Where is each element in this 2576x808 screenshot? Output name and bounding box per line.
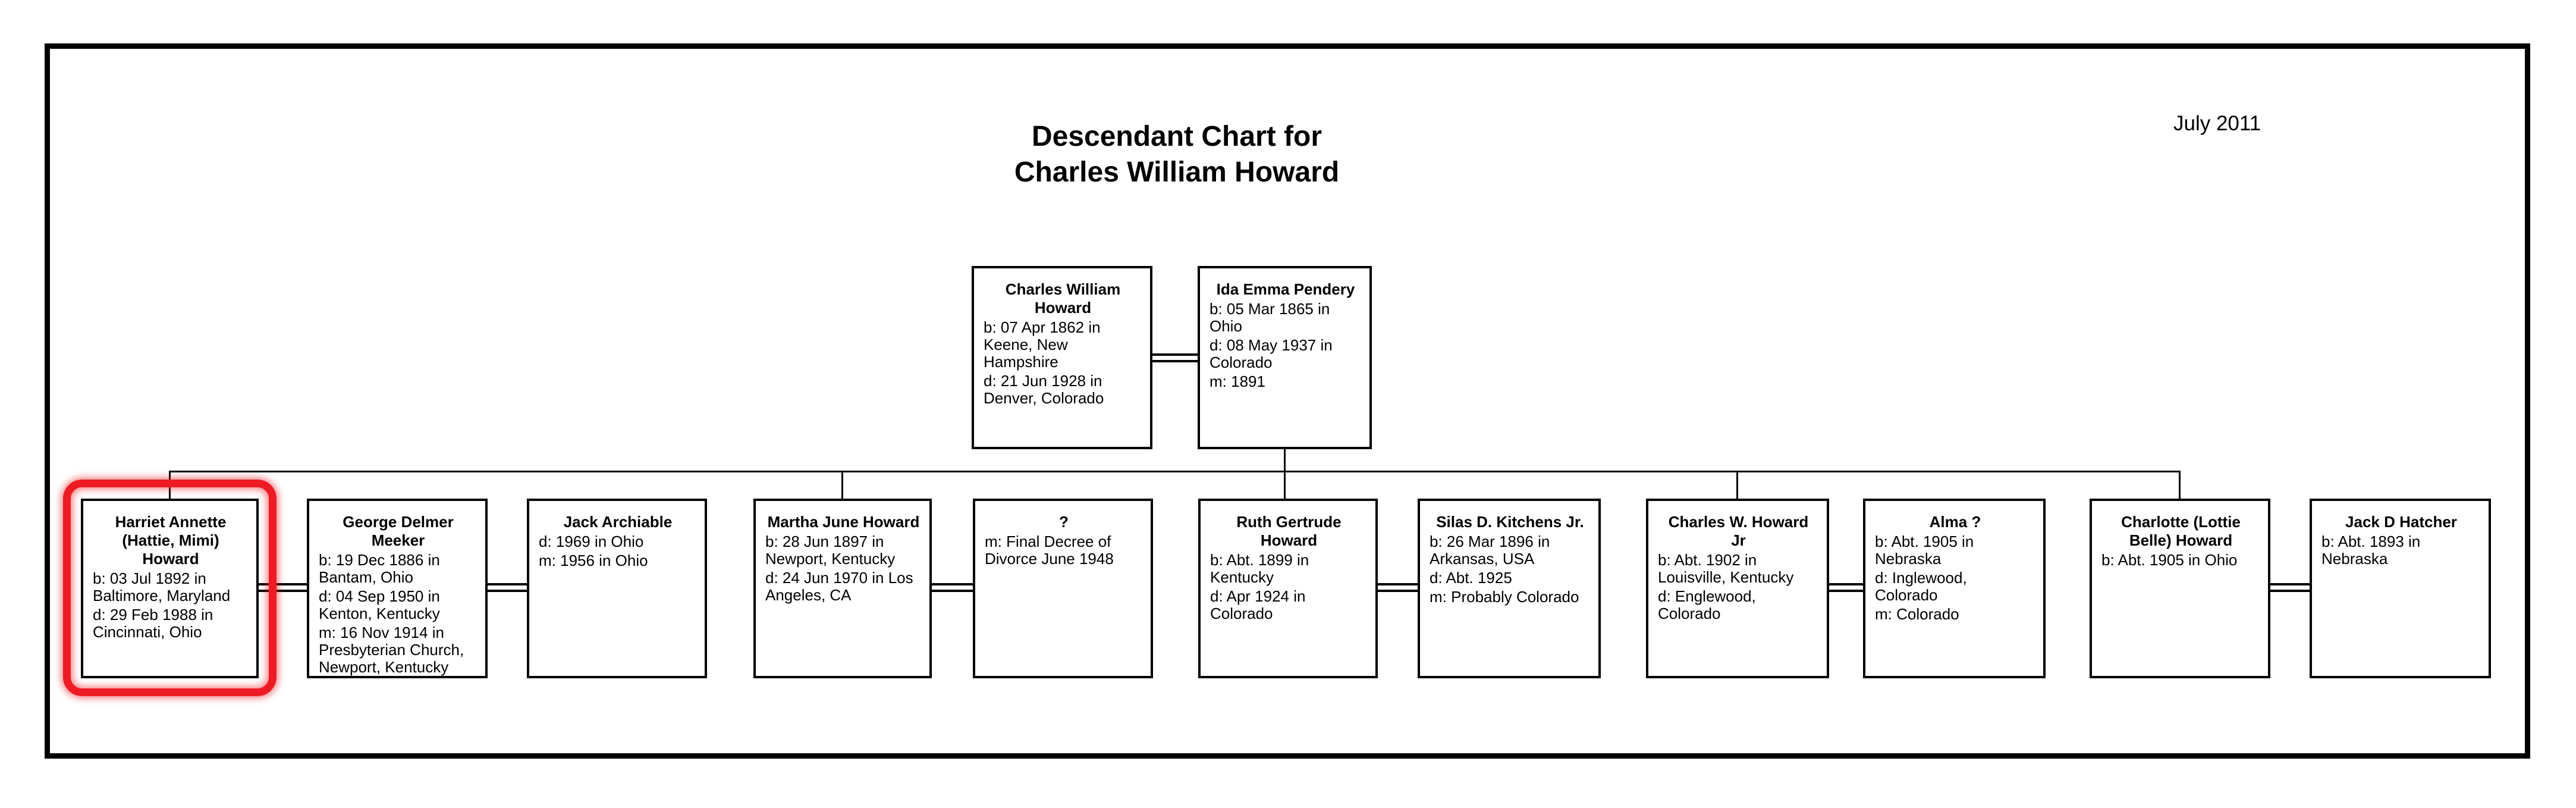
parents-marriage-line-top (1152, 353, 1198, 356)
person-event: b: Abt. 1893 in Nebraska (2321, 533, 2421, 568)
chart-border (45, 43, 2530, 759)
marriage-line-george-jack-top (488, 583, 527, 585)
person-box-charles-william-howard[interactable]: Charles William Howard b: 07 Apr 1862 in… (972, 266, 1152, 449)
person-box-silas-d-kitchens-jr[interactable]: Silas D. Kitchens Jr. b: 26 Mar 1896 in … (1418, 499, 1601, 678)
person-box-unknown-spouse[interactable]: ? m: Final Decree of Divorce June 1948 (973, 499, 1153, 678)
person-name: Ruth Gertrude Howard (1236, 513, 1342, 549)
person-event: b: Abt. 1902 in Louisville, Kentucky (1658, 551, 1794, 586)
person-name: Alma ? (1929, 513, 1981, 531)
person-event: m: Final Decree of Divorce June 1948 (985, 533, 1114, 568)
descent-line-charlotte (2179, 471, 2181, 499)
person-name: Martha June Howard (767, 513, 920, 531)
chart-date: July 2011 (2173, 112, 2261, 135)
person-event: m: 1956 in Ohio (539, 552, 648, 569)
person-event: b: Abt. 1905 in Ohio (2101, 551, 2238, 569)
marriage-line-harriet-george-top (259, 583, 307, 585)
person-box-george-delmer-meeker[interactable]: George Delmer Meeker b: 19 Dec 1886 in B… (307, 499, 488, 678)
person-event: d: 04 Sep 1950 in Kenton, Kentucky (319, 587, 440, 622)
person-event: d: 08 May 1937 in Colorado (1210, 336, 1333, 371)
person-name: Jack D Hatcher (2345, 513, 2457, 531)
chart-title: Descendant Chart for Charles William How… (1014, 121, 1340, 188)
person-event: d: Inglewood, Colorado (1875, 569, 1967, 604)
person-box-charlotte-lottie-belle-howard[interactable]: Charlotte (Lottie Belle) Howard b: Abt. … (2090, 499, 2270, 678)
marriage-line-martha-unknown-top (932, 583, 973, 585)
person-event: d: Apr 1924 in Colorado (1210, 587, 1306, 622)
selection-highlight (63, 480, 277, 696)
person-event: d: 29 Feb 1988 in Cincinnati, Ohio (93, 606, 213, 641)
person-name: Charles W. Howard Jr (1668, 513, 1809, 549)
person-event: b: Abt. 1905 in Nebraska (1875, 533, 1974, 568)
person-event: m: 1891 (1210, 372, 1265, 390)
descent-line-charles-jr (1736, 471, 1738, 499)
person-name: George Delmer Meeker (343, 513, 454, 549)
marriage-line-george-jack-bottom (488, 590, 527, 592)
marriage-line-harriet-george-bottom (259, 590, 307, 592)
person-name: Harriet Annette (Hattie, Mimi) Howard (115, 513, 227, 568)
person-event: b: 28 Jun 1897 in Newport, Kentucky (765, 533, 896, 568)
person-name: Ida Emma Pendery (1216, 280, 1355, 298)
person-box-alma-unknown[interactable]: Alma ? b: Abt. 1905 in Nebraska d: Ingle… (1863, 499, 2046, 678)
person-box-jack-d-hatcher[interactable]: Jack D Hatcher b: Abt. 1893 in Nebraska (2310, 499, 2491, 678)
person-name: Charles William Howard (1005, 280, 1121, 317)
person-event: d: 21 Jun 1928 in Denver, Colorado (984, 372, 1104, 407)
person-box-martha-june-howard[interactable]: Martha June Howard b: 28 Jun 1897 in New… (753, 499, 932, 678)
person-box-harriet-annette-howard[interactable]: Harriet Annette (Hattie, Mimi) Howard b:… (81, 499, 259, 678)
person-event: b: 03 Jul 1892 in Baltimore, Maryland (93, 569, 231, 605)
person-event: d: Abt. 1925 (1430, 569, 1512, 587)
person-event: b: 19 Dec 1886 in Bantam, Ohio (319, 551, 440, 586)
person-event: d: Englewood, Colorado (1658, 587, 1756, 622)
person-name: Charlotte (Lottie Belle) Howard (2121, 513, 2241, 549)
person-event: m: Colorado (1875, 605, 1959, 623)
person-name: Silas D. Kitchens Jr. (1436, 513, 1584, 531)
person-box-ida-emma-pendery[interactable]: Ida Emma Pendery b: 05 Mar 1865 in Ohio … (1198, 266, 1372, 449)
person-event: m: 16 Nov 1914 in Presbyterian Church, N… (319, 624, 464, 676)
marriage-line-ruth-silas-top (1378, 583, 1418, 585)
person-event: m: Probably Colorado (1430, 588, 1579, 606)
person-event: b: Abt. 1899 in Kentucky (1210, 551, 1309, 586)
person-event: b: 07 Apr 1862 in Keene, New Hampshire (984, 318, 1101, 371)
person-name: Jack Archiable (563, 513, 673, 531)
marriage-line-charlotte-jackh-top (2270, 583, 2310, 585)
person-name: ? (1059, 513, 1069, 531)
person-event: b: 05 Mar 1865 in Ohio (1210, 300, 1330, 335)
person-event: d: 24 Jun 1970 in Los Angeles, CA (765, 569, 913, 604)
marriage-line-martha-unknown-bottom (932, 590, 973, 592)
marriage-line-charlesjr-alma-top (1829, 583, 1863, 585)
sibling-bus-line (169, 471, 2181, 472)
descent-line-martha (841, 471, 843, 499)
parents-marriage-line-bottom (1152, 360, 1198, 362)
person-box-jack-archiable[interactable]: Jack Archiable d: 1969 in Ohio m: 1956 i… (527, 499, 707, 678)
person-box-ruth-gertrude-howard[interactable]: Ruth Gertrude Howard b: Abt. 1899 in Ken… (1198, 499, 1378, 678)
person-box-charles-w-howard-jr[interactable]: Charles W. Howard Jr b: Abt. 1902 in Lou… (1646, 499, 1829, 678)
marriage-line-ruth-silas-bottom (1378, 590, 1418, 592)
descent-line-from-parents (1284, 449, 1286, 499)
person-event: b: 26 Mar 1896 in Arkansas, USA (1430, 533, 1550, 568)
person-event: d: 1969 in Ohio (539, 533, 644, 550)
marriage-line-charlesjr-alma-bottom (1829, 590, 1863, 592)
marriage-line-charlotte-jackh-bottom (2270, 590, 2310, 592)
